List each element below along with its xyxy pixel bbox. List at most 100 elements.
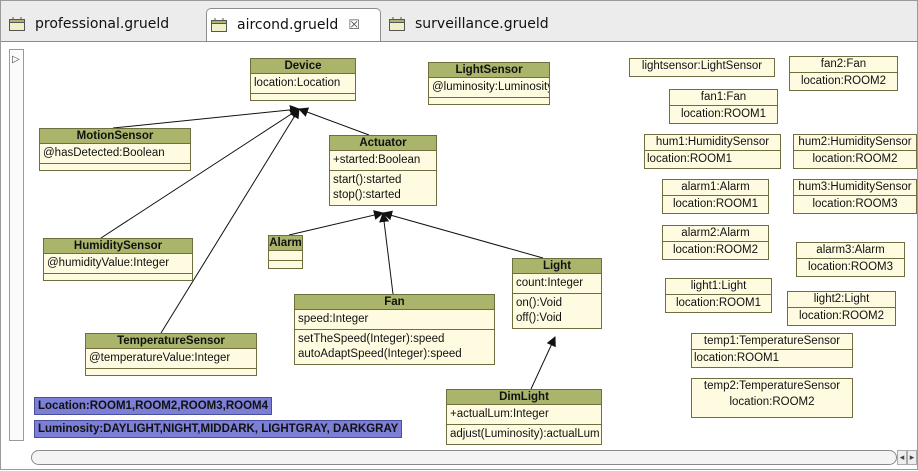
instance-value: location:ROOM2: [672, 244, 758, 256]
diagram-file-icon: [9, 16, 26, 32]
class-operations: [251, 94, 355, 100]
edge-actuator-device: [298, 107, 370, 136]
edge-light-actuator: [382, 210, 544, 259]
instance-name: light2:Light: [788, 292, 895, 308]
class-temperaturesensor[interactable]: TemperatureSensor @temperatureValue:Inte…: [85, 333, 257, 376]
class-operations: [40, 164, 190, 170]
instance-fan1[interactable]: fan1:Fan location:ROOM1: [669, 89, 778, 124]
edge-alarm-actuator: [288, 210, 384, 236]
class-operations: [44, 274, 192, 280]
instance-name: hum2:HumiditySensor: [794, 135, 916, 151]
class-attribute: +actualLum:Integer: [447, 405, 601, 425]
class-operation: setTheSpeed(Integer):speed: [298, 333, 445, 345]
class-operation: start():started: [333, 174, 402, 186]
tab-professional[interactable]: professional.grueld: [9, 9, 199, 39]
instance-name: fan1:Fan: [670, 90, 777, 106]
class-actuator[interactable]: Actuator +started:Boolean start():starte…: [329, 135, 437, 206]
class-dimlight[interactable]: DimLight +actualLum:Integer adjust(Lumin…: [446, 389, 602, 445]
instance-light1[interactable]: light1:Light location:ROOM1: [665, 278, 772, 313]
instance-lightsensor[interactable]: lightsensor:LightSensor: [629, 58, 775, 77]
instance-light2[interactable]: light2:Light location:ROOM2: [787, 291, 896, 326]
instance-value: location:ROOM1: [672, 198, 758, 210]
instance-name: hum3:HumiditySensor: [794, 180, 916, 196]
edge-humiditysensor-device: [100, 108, 300, 239]
instance-value: location:ROOM1: [694, 352, 780, 364]
instance-value: location:ROOM1: [675, 297, 761, 309]
instance-name: temp2:TemperatureSensor: [703, 380, 841, 392]
edge-motionsensor-device: [112, 104, 300, 129]
instance-value: location:ROOM3: [807, 261, 893, 273]
scroll-left-icon[interactable]: ◂: [897, 450, 907, 465]
instance-value: location:ROOM2: [798, 310, 884, 322]
instance-name: alarm3:Alarm: [797, 243, 904, 259]
instance-value: location:ROOM2: [800, 75, 886, 87]
instance-hum2[interactable]: hum2:HumiditySensor location:ROOM2: [793, 134, 917, 169]
instance-alarm2[interactable]: alarm2:Alarm location:ROOM2: [662, 225, 769, 260]
tab-label: surveillance.grueld: [415, 16, 549, 32]
class-attribute: @humidityValue:Integer: [44, 254, 192, 274]
class-name: DimLight: [447, 390, 601, 405]
tab-aircond[interactable]: aircond.grueld ☒: [206, 8, 381, 41]
class-name: Alarm: [269, 236, 302, 251]
class-light[interactable]: Light count:Integer on():Void off():Void: [512, 258, 602, 329]
class-name: Actuator: [330, 136, 436, 151]
instance-value: location:ROOM2: [812, 153, 898, 165]
instance-name: temp1:TemperatureSensor: [692, 334, 852, 350]
palette-toggle[interactable]: ▷: [9, 49, 24, 441]
instance-temp2[interactable]: temp2:TemperatureSensor location:ROOM2: [691, 378, 853, 418]
class-humiditysensor[interactable]: HumiditySensor @humidityValue:Integer: [43, 238, 193, 281]
class-attribute: +started:Boolean: [330, 151, 436, 171]
class-attributes: [269, 251, 302, 261]
class-name: LightSensor: [429, 63, 549, 78]
scroll-right-icon[interactable]: ▸: [907, 450, 917, 465]
class-operation: autoAdaptSpeed(Integer):speed: [298, 348, 462, 360]
instance-name: lightsensor:LightSensor: [641, 60, 763, 72]
class-operation: adjust(Luminosity):actualLum: [450, 428, 600, 440]
diagram-file-icon: [211, 17, 228, 33]
class-attribute: @luminosity:Luminosity: [429, 78, 549, 98]
enum-luminosity[interactable]: Luminosity:DAYLIGHT,NIGHT,MIDDARK, LIGHT…: [34, 420, 403, 438]
instance-hum1[interactable]: hum1:HumiditySensor location:ROOM1: [644, 134, 781, 169]
instance-value: location:ROOM1: [680, 108, 766, 120]
class-operations: [86, 369, 256, 375]
tab-label: aircond.grueld: [237, 17, 339, 33]
class-fan[interactable]: Fan speed:Integer setTheSpeed(Integer):s…: [294, 294, 495, 365]
class-operations: [269, 261, 302, 267]
class-name: HumiditySensor: [44, 239, 192, 254]
class-attribute: @hasDetected:Boolean: [40, 144, 190, 164]
class-lightsensor[interactable]: LightSensor @luminosity:Luminosity: [428, 62, 550, 105]
instance-name: hum1:HumiditySensor: [645, 135, 780, 151]
scroll-buttons: ◂ ▸: [897, 450, 918, 465]
tab-surveillance[interactable]: surveillance.grueld: [389, 9, 579, 39]
instance-value: location:ROOM1: [647, 153, 733, 165]
edge-temperaturesensor-device: [160, 108, 300, 334]
instance-alarm3[interactable]: alarm3:Alarm location:ROOM3: [796, 242, 905, 277]
edge-fan-actuator: [379, 212, 394, 295]
class-operations: [429, 98, 549, 104]
instance-alarm1[interactable]: alarm1:Alarm location:ROOM1: [662, 179, 769, 214]
class-operations: on():Void off():Void: [513, 294, 601, 328]
class-operations: setTheSpeed(Integer):speed autoAdaptSpee…: [295, 330, 494, 364]
class-name: MotionSensor: [40, 129, 190, 144]
instance-fan2[interactable]: fan2:Fan location:ROOM2: [789, 56, 898, 91]
class-name: Fan: [295, 295, 494, 310]
instance-name: light1:Light: [666, 279, 771, 295]
class-attribute: count:Integer: [513, 274, 601, 294]
class-alarm[interactable]: Alarm: [268, 235, 303, 269]
class-motionsensor[interactable]: MotionSensor @hasDetected:Boolean: [39, 128, 191, 171]
class-name: Light: [513, 259, 601, 274]
diagram-file-icon: [389, 16, 406, 32]
expand-palette-icon[interactable]: ▷: [12, 54, 20, 65]
instance-temp1[interactable]: temp1:TemperatureSensor location:ROOM1: [691, 333, 853, 368]
horizontal-scrollbar[interactable]: [31, 450, 897, 465]
instance-hum3[interactable]: hum3:HumiditySensor location:ROOM3: [793, 179, 917, 214]
enum-location[interactable]: Location:ROOM1,ROOM2,ROOM3,ROOM4: [34, 397, 273, 415]
class-device[interactable]: Device location:Location: [250, 58, 356, 101]
class-attribute: location:Location: [251, 74, 355, 94]
class-attribute: @temperatureValue:Integer: [86, 349, 256, 369]
class-name: Device: [251, 59, 355, 74]
tab-label: professional.grueld: [35, 16, 170, 32]
close-tab-icon[interactable]: ☒: [348, 17, 360, 33]
edge-dimlight-light: [530, 336, 556, 390]
